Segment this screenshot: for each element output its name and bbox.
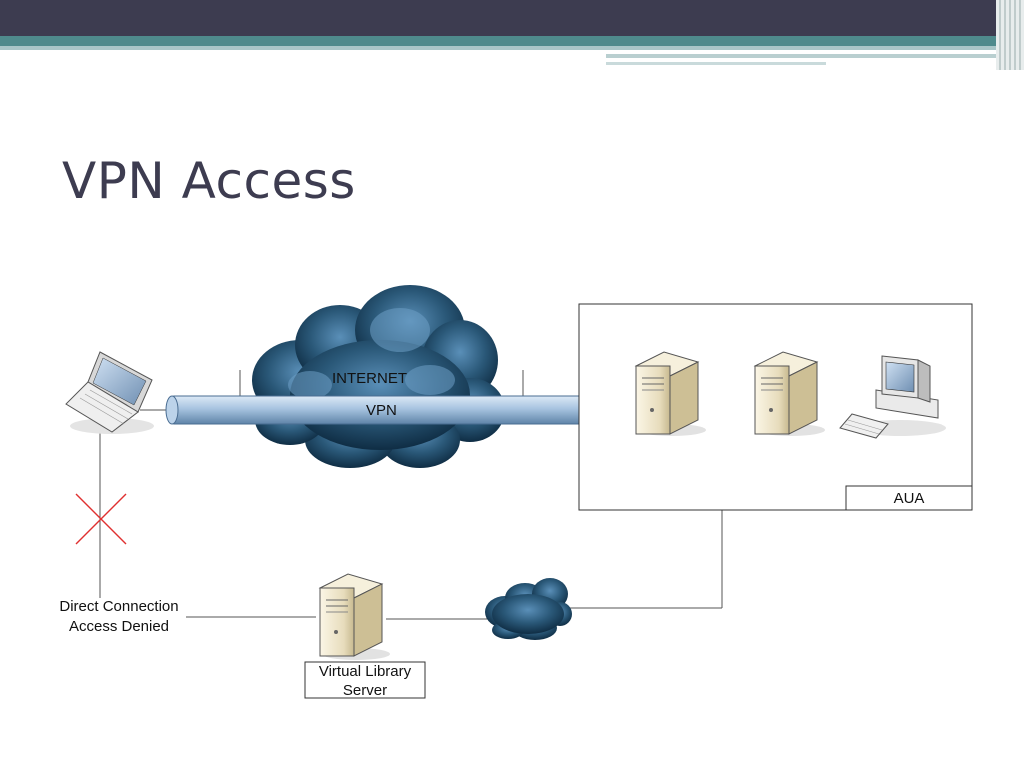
aua-label: AUA bbox=[894, 490, 925, 507]
virtual-library-server-label-box bbox=[304, 661, 426, 699]
access-denied-label: Access Denied bbox=[69, 618, 169, 635]
header-edge-lines bbox=[996, 0, 1024, 70]
header-bar bbox=[0, 0, 1024, 36]
aua-server-1-icon bbox=[634, 351, 706, 436]
network-cloud-icon bbox=[485, 578, 572, 640]
access-denied-x-icon bbox=[75, 493, 127, 545]
aua-server-2-icon bbox=[753, 351, 825, 436]
header-accent-line-short bbox=[606, 62, 826, 65]
virtual-library-label: Virtual Library bbox=[319, 663, 412, 680]
server-label: Server bbox=[343, 682, 387, 699]
vpn-label: VPN bbox=[366, 402, 397, 419]
internet-label: INTERNET bbox=[332, 370, 407, 387]
direct-connection-label: Direct Connection bbox=[59, 598, 178, 615]
laptop-icon bbox=[65, 351, 154, 434]
virtual-library-server-icon bbox=[318, 573, 390, 660]
header-accent-stripe bbox=[0, 36, 1000, 46]
header-accent-line bbox=[606, 54, 1000, 58]
aua-desktop-computer-icon bbox=[839, 355, 946, 439]
header-accent-stripe-light bbox=[0, 46, 1000, 50]
slide-title: VPN Access bbox=[62, 152, 356, 210]
